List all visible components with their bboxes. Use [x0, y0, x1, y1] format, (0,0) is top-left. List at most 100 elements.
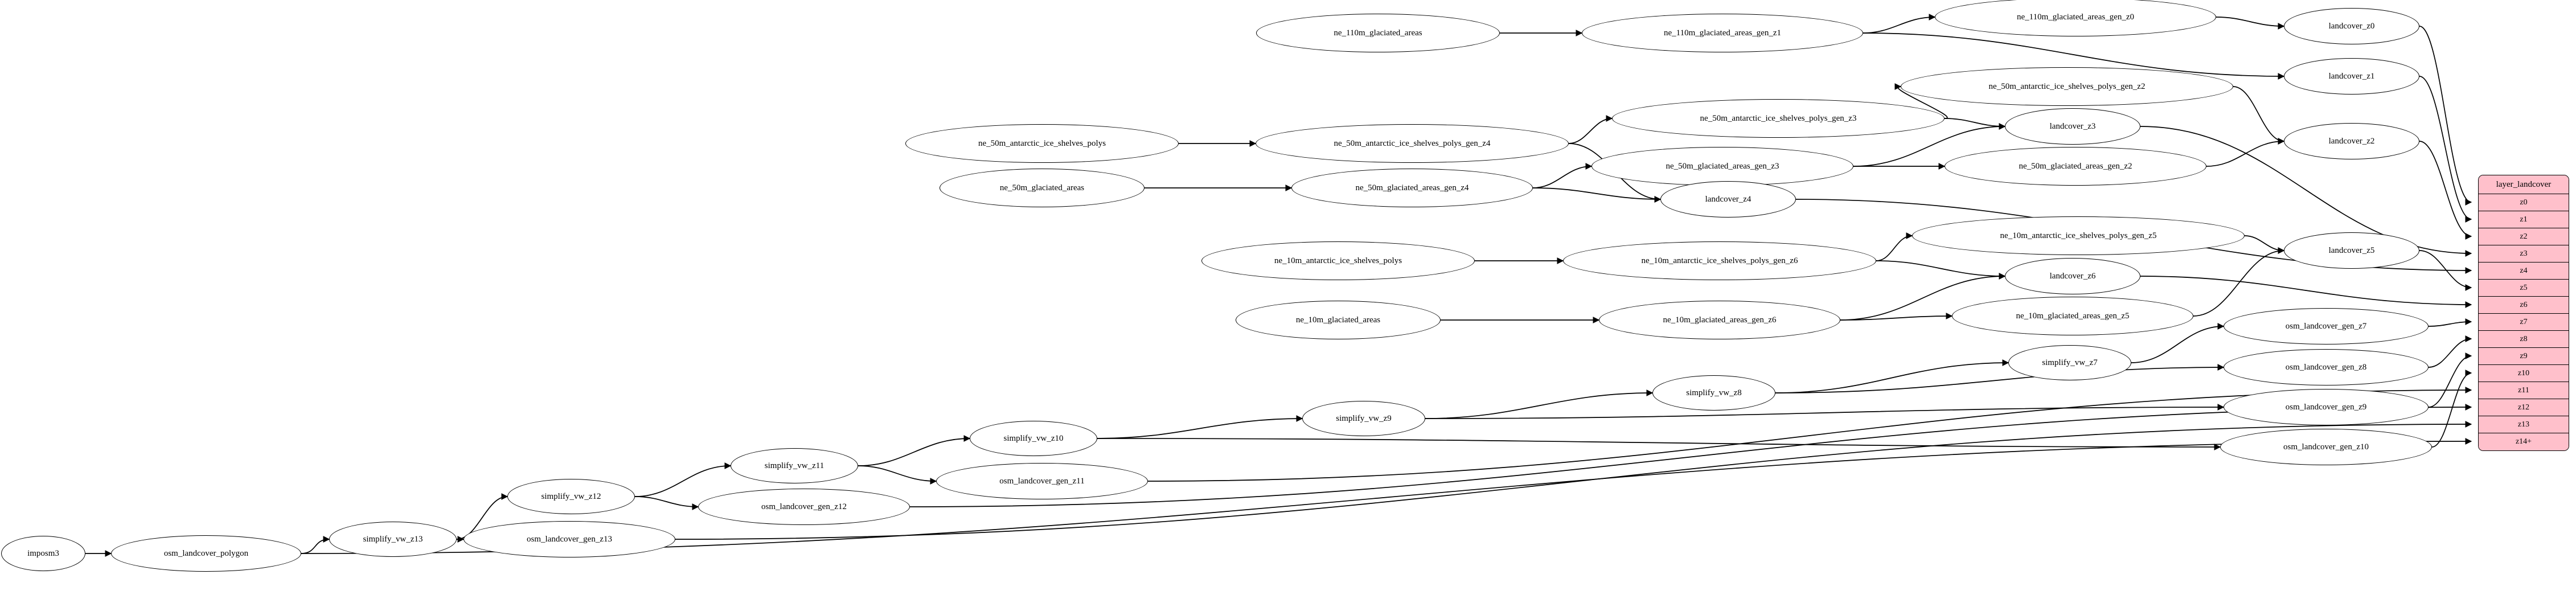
graph-edge-simplify_vw_z8-to-simplify_vw_z7 [1775, 359, 2009, 393]
graph-node-ne_50m_antarctic_ice_shelves_polys_gen_z2[interactable]: ne_50m_antarctic_ice_shelves_polys_gen_z… [1901, 67, 2233, 106]
graph-node-ne_10m_antarctic_ice_shelves_polys_gen_z6[interactable]: ne_10m_antarctic_ice_shelves_polys_gen_z… [1563, 241, 1876, 280]
graph-node-ne_50m_antarctic_ice_shelves_polys_gen_z4[interactable]: ne_50m_antarctic_ice_shelves_polys_gen_z… [1256, 124, 1569, 163]
graph-node-ne_110m_glaciated_areas_gen_z0[interactable]: ne_110m_glaciated_areas_gen_z0 [1935, 0, 2216, 36]
graph-node-label: osm_landcover_gen_z11 [999, 476, 1085, 486]
graph-node-simplify_vw_z13[interactable]: simplify_vw_z13 [329, 522, 457, 557]
graph-node-label: simplify_vw_z9 [1336, 413, 1392, 423]
graph-edge-simplify_vw_z7-to-osm_landcover_gen_z7 [2131, 323, 2225, 363]
graph-node-label: simplify_vw_z10 [1003, 433, 1064, 443]
graph-node-label: ne_110m_glaciated_areas [1334, 28, 1422, 38]
graph-node-landcover_z6[interactable]: landcover_z6 [2005, 258, 2140, 294]
graph-edge-ne_10m_antarctic_ice_shelves_polys_gen_z5-to-landcover_z5 [2244, 235, 2285, 254]
graph-node-osm_landcover_gen_z8[interactable]: osm_landcover_gen_z8 [2224, 349, 2429, 386]
record-row-z6[interactable]: z6 [2479, 297, 2569, 314]
graph-node-ne_10m_glaciated_areas_gen_z6[interactable]: ne_10m_glaciated_areas_gen_z6 [1599, 301, 1840, 339]
graph-node-osm_landcover_gen_z9[interactable]: osm_landcover_gen_z9 [2224, 389, 2429, 425]
graph-edge-ne_50m_glaciated_areas_gen_z4-to-landcover_z4 [1532, 187, 1662, 203]
graph-node-ne_50m_antarctic_ice_shelves_polys_gen_z3[interactable]: ne_50m_antarctic_ice_shelves_polys_gen_z… [1612, 99, 1945, 138]
record-row-z5[interactable]: z5 [2479, 280, 2569, 297]
graph-edge-ne_10m_antarctic_ice_shelves_polys_gen_z6-to-ne_10m_antarctic_ice_shelves_polys_gen_z5 [1876, 232, 1913, 261]
record-row-z9[interactable]: z9 [2479, 348, 2569, 365]
graph-edge-landcover_z6-to-layer_landcover-z6 [2140, 276, 2472, 308]
graph-edge-ne_50m_antarctic_ice_shelves_polys_gen_z2-to-landcover_z2 [2233, 86, 2285, 145]
graph-node-simplify_vw_z9[interactable]: simplify_vw_z9 [1302, 401, 1425, 436]
record-row-z12[interactable]: z12 [2479, 399, 2569, 416]
graph-node-landcover_z0[interactable]: landcover_z0 [2284, 8, 2419, 44]
graph-node-label: ne_10m_glaciated_areas_gen_z5 [2016, 311, 2130, 321]
graph-node-osm_landcover_gen_z11[interactable]: osm_landcover_gen_z11 [936, 463, 1148, 499]
graph-node-label: ne_50m_glaciated_areas_gen_z2 [2019, 161, 2132, 171]
graph-node-ne_50m_antarctic_ice_shelves_polys[interactable]: ne_50m_antarctic_ice_shelves_polys [905, 124, 1179, 163]
graph-node-label: ne_10m_antarctic_ice_shelves_polys_gen_z… [1641, 256, 1798, 265]
graph-node-ne_50m_glaciated_areas_gen_z2[interactable]: ne_50m_glaciated_areas_gen_z2 [1945, 147, 2206, 186]
record-row-z14+[interactable]: z14+ [2479, 433, 2569, 450]
graph-edge-landcover_z2-to-layer_landcover-z2 [2419, 141, 2472, 240]
graph-node-osm_landcover_gen_z13[interactable]: osm_landcover_gen_z13 [463, 521, 675, 557]
graph-node-ne_10m_antarctic_ice_shelves_polys_gen_z5[interactable]: ne_10m_antarctic_ice_shelves_polys_gen_z… [1912, 216, 2245, 255]
graph-node-ne_10m_glaciated_areas[interactable]: ne_10m_glaciated_areas [1236, 301, 1441, 339]
graph-edge-ne_10m_antarctic_ice_shelves_polys_gen_z6-to-landcover_z6 [1876, 260, 2006, 280]
graph-edge-simplify_vw_z10-to-osm_landcover_gen_z10 [1097, 438, 2221, 450]
graph-node-label: landcover_z1 [2328, 71, 2375, 81]
graph-node-simplify_vw_z10[interactable]: simplify_vw_z10 [970, 421, 1097, 456]
record-row-z13[interactable]: z13 [2479, 416, 2569, 433]
graph-node-label: ne_110m_glaciated_areas_gen_z1 [1663, 28, 1782, 38]
graph-edge-osm_landcover_gen_z10-to-layer_landcover-z10 [2431, 370, 2472, 448]
graph-node-ne_110m_glaciated_areas_gen_z1[interactable]: ne_110m_glaciated_areas_gen_z1 [1582, 14, 1863, 52]
graph-node-simplify_vw_z8[interactable]: simplify_vw_z8 [1652, 375, 1775, 411]
graph-edge-simplify_vw_z9-to-simplify_vw_z8 [1425, 389, 1654, 419]
graph-node-ne_110m_glaciated_areas[interactable]: ne_110m_glaciated_areas [1256, 14, 1500, 52]
record-row-z7[interactable]: z7 [2479, 314, 2569, 331]
graph-node-label: imposm3 [27, 548, 59, 558]
graph-node-label: simplify_vw_z13 [363, 534, 423, 544]
graph-node-landcover_z2[interactable]: landcover_z2 [2284, 123, 2419, 159]
graph-node-osm_landcover_gen_z7[interactable]: osm_landcover_gen_z7 [2224, 308, 2429, 345]
graph-edge-osm_landcover_polygon-to-simplify_vw_z13 [301, 536, 330, 554]
graph-node-label: landcover_z2 [2328, 136, 2375, 146]
graph-edge-osm_landcover_gen_z9-to-layer_landcover-z9 [2428, 352, 2472, 408]
graph-node-label: osm_landcover_gen_z13 [527, 534, 612, 544]
record-row-z11[interactable]: z11 [2479, 382, 2569, 399]
graph-node-landcover_z3[interactable]: landcover_z3 [2005, 108, 2140, 145]
graph-node-osm_landcover_polygon[interactable]: osm_landcover_polygon [111, 535, 301, 572]
graph-node-landcover_z1[interactable]: landcover_z1 [2284, 58, 2419, 95]
graph-node-simplify_vw_z12[interactable]: simplify_vw_z12 [507, 479, 635, 514]
graph-node-osm_landcover_gen_z12[interactable]: osm_landcover_gen_z12 [698, 489, 910, 525]
graph-edge-ne_50m_antarctic_ice_shelves_polys_gen_z3-to-ne_50m_antarctic_ice_shelves_polys_gen_z2 [1894, 83, 1948, 119]
graph-edge-ne_50m_glaciated_areas_gen_z2-to-landcover_z2 [2206, 138, 2285, 167]
record-row-z2[interactable]: z2 [2479, 228, 2569, 245]
graph-node-label: simplify_vw_z8 [1686, 388, 1742, 397]
record-row-z8[interactable]: z8 [2479, 331, 2569, 348]
graph-node-label: ne_50m_glaciated_areas_gen_z4 [1355, 183, 1469, 192]
graph-node-ne_50m_glaciated_areas[interactable]: ne_50m_glaciated_areas [940, 169, 1145, 207]
graph-node-label: osm_landcover_gen_z9 [2285, 402, 2367, 412]
record-row-z10[interactable]: z10 [2479, 365, 2569, 382]
graph-node-ne_50m_glaciated_areas_gen_z3[interactable]: ne_50m_glaciated_areas_gen_z3 [1591, 147, 1853, 186]
graph-node-label: osm_landcover_gen_z8 [2285, 362, 2367, 372]
graph-node-imposm3[interactable]: imposm3 [1, 536, 85, 571]
graph-node-label: landcover_z3 [2049, 121, 2096, 131]
graph-edge-simplify_vw_z10-to-simplify_vw_z9 [1097, 415, 1303, 439]
graph-node-landcover_z4[interactable]: landcover_z4 [1660, 181, 1796, 218]
record-row-z4[interactable]: z4 [2479, 263, 2569, 280]
record-row-z3[interactable]: z3 [2479, 245, 2569, 263]
graph-edge-landcover_z5-to-layer_landcover-z5 [2419, 250, 2472, 291]
record-row-z0[interactable]: z0 [2479, 194, 2569, 211]
graph-node-label: landcover_z5 [2328, 245, 2375, 255]
graph-node-ne_10m_glaciated_areas_gen_z5[interactable]: ne_10m_glaciated_areas_gen_z5 [1952, 297, 2193, 335]
graph-node-label: ne_50m_antarctic_ice_shelves_polys_gen_z… [1334, 138, 1491, 148]
graph-edge-ne_50m_glaciated_areas_gen_z4-to-ne_50m_glaciated_areas_gen_z3 [1532, 163, 1593, 188]
graph-node-label: simplify_vw_z11 [764, 461, 825, 470]
record-row-z1[interactable]: z1 [2479, 211, 2569, 228]
graph-node-ne_10m_antarctic_ice_shelves_polys[interactable]: ne_10m_antarctic_ice_shelves_polys [1201, 241, 1475, 280]
graph-node-osm_landcover_gen_z10[interactable]: osm_landcover_gen_z10 [2220, 429, 2432, 465]
graph-node-simplify_vw_z11[interactable]: simplify_vw_z11 [731, 448, 858, 483]
graph-node-landcover_z5[interactable]: landcover_z5 [2284, 232, 2419, 269]
graph-edge-ne_50m_antarctic_ice_shelves_polys_gen_z4-to-ne_50m_antarctic_ice_shelves_polys_gen_z3 [1568, 115, 1613, 144]
graph-node-ne_50m_glaciated_areas_gen_z4[interactable]: ne_50m_glaciated_areas_gen_z4 [1291, 169, 1533, 207]
graph-node-label: osm_landcover_polygon [163, 548, 249, 558]
graph-node-simplify_vw_z7[interactable]: simplify_vw_z7 [2008, 345, 2131, 380]
graph-edge-ne_10m_glaciated_areas_gen_z6-to-landcover_z6 [1840, 273, 2006, 321]
graph-node-label: ne_50m_antarctic_ice_shelves_polys [978, 138, 1106, 148]
